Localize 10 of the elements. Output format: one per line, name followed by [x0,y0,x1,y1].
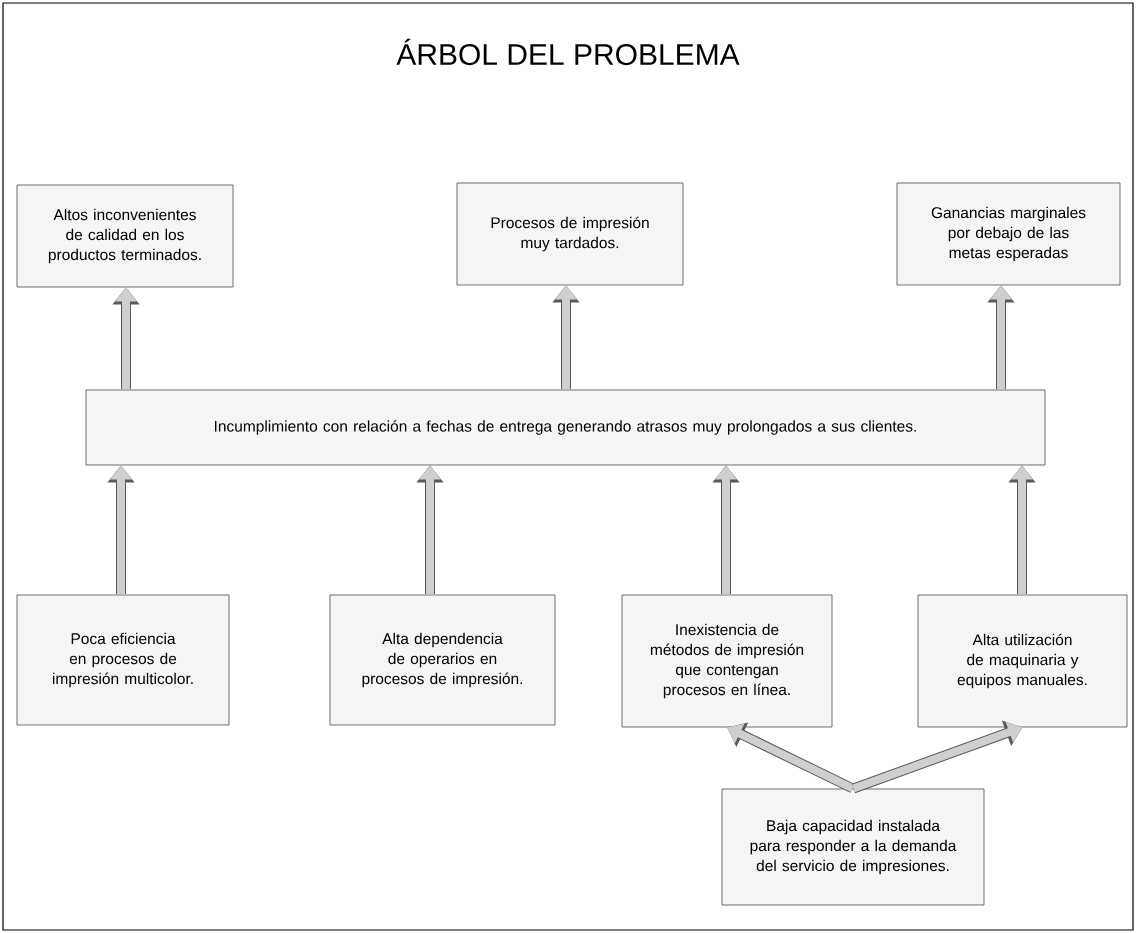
problem-box: Procesos de impresión muy tardados. [456,182,684,286]
problem-box: Inexistencia de métodos de impresión que contengan procesos en línea. [621,594,833,728]
problem-box: Alta utilización de maquinaria y equipos manuales. [917,594,1128,728]
problem-box: Poca eficiencia en procesos de impresión multicolor. [16,594,230,726]
problem-box: Incumplimiento con relación a fechas de entrega generando atrasos muy prolongados a sus clientes. [85,389,1046,466]
problem-box: Baja capacidad instalada para responder a la demanda del servicio de impresiones. [721,788,985,906]
title: ÁRBOL DEL PROBLEMA [396,38,740,66]
problem-box: Ganancias marginales por debajo de las metas esperadas [896,182,1121,286]
problem-box: Altos inconvenientes de calidad en los productos terminados. [16,184,234,288]
problem-box: Alta dependencia de operarios en procesos de impresión. [329,594,556,726]
